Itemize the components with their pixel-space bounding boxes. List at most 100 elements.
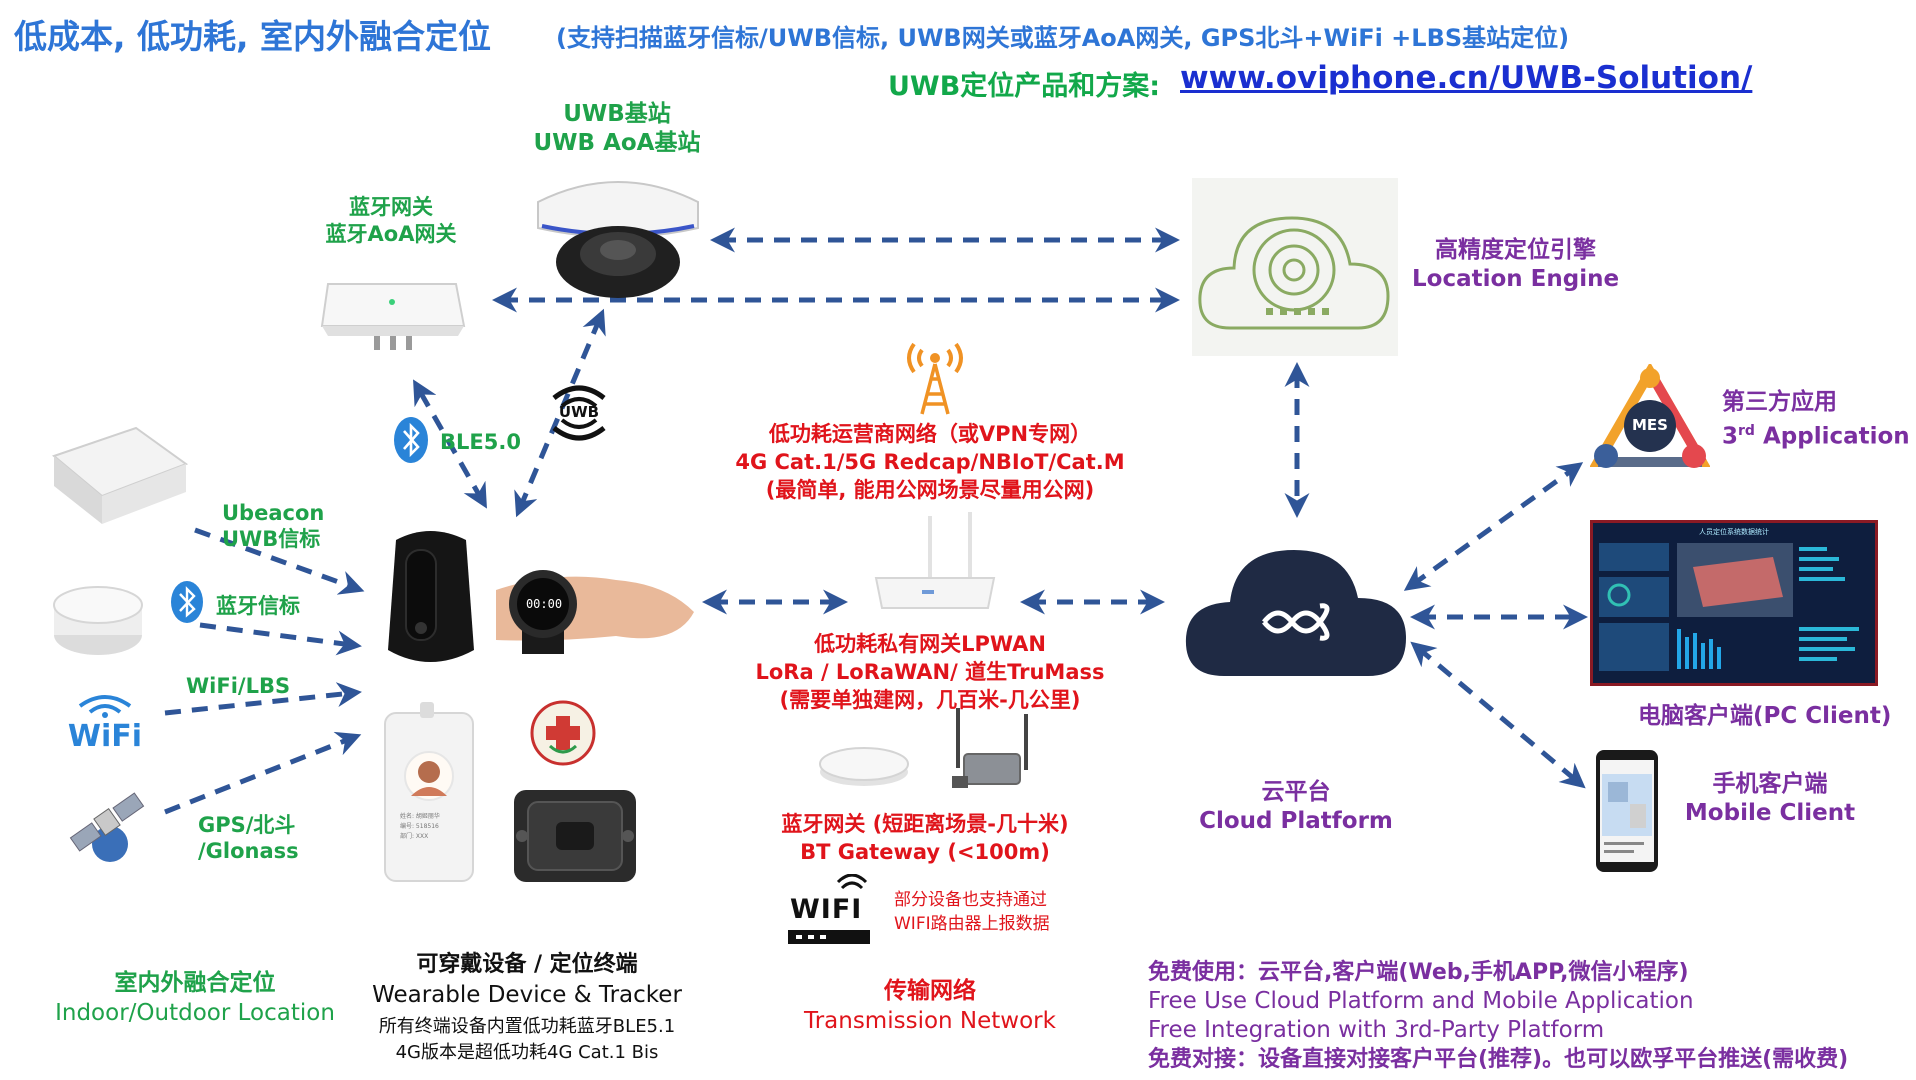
footer-wear-cn: 可穿戴设备 / 定位终端 <box>416 952 638 977</box>
badge-name: 姓名: 胡姬丽华 <box>400 813 440 820</box>
hospital-logo-icon <box>530 700 596 766</box>
smart-watch-wrist-image <box>496 570 694 654</box>
basestation-line2: UWB AoA基站 <box>533 130 701 156</box>
smart-band-image <box>388 531 474 662</box>
location-engine-image <box>1192 178 1398 356</box>
mes-text: MES <box>1632 416 1668 434</box>
footer-indoor-cn: 室内外融合定位 <box>114 970 276 996</box>
footer-wear-note1: 所有终端设备内置低功耗蓝牙BLE5.1 <box>378 1016 676 1037</box>
badge-clip <box>420 702 434 718</box>
arrow-ubeacon <box>194 527 365 595</box>
lpwan-line1: 低功耗私有网关LPWAN <box>814 632 1046 656</box>
wifi-lbs-label: WiFi/LBS <box>186 674 291 698</box>
uwb-basestation-image <box>537 181 699 298</box>
bluetooth-icon <box>394 417 428 463</box>
page-title: 低成本, 低功耗, 室内外融合定位 <box>14 17 492 56</box>
url-label: UWB定位产品和方案: <box>888 71 1161 102</box>
ceiling-bt-gateway-image <box>819 747 909 786</box>
carrier-line2: 4G Cat.1/5G Redcap/NBIoT/Cat.M <box>735 450 1125 474</box>
uwb-wave-icon <box>552 385 606 441</box>
carrier-network-label: 低功耗运营商网络（或VPN专网） 4G Cat.1/5G Redcap/NBIo… <box>700 420 1160 504</box>
gps-line1: GPS/北斗 <box>198 813 296 837</box>
location-engine-label: 高精度定位引擎 Location Engine <box>1412 236 1619 294</box>
carrier-line3: (最简单, 能用公网场景尽量用公网) <box>765 478 1095 502</box>
ubeacon-line1: Ubeacon <box>222 501 325 525</box>
bt-gateway2-label: 蓝牙网关 (短距离场景-几十米) BT Gateway (<100m) <box>760 810 1090 866</box>
gps-label: GPS/北斗 /Glonass <box>198 812 299 864</box>
id-badge-card: 姓名: 胡姬丽华 编号: 518516 部门: XXX <box>384 712 474 882</box>
footer-wear-note2: 4G版本是超低功耗4G Cat.1 Bis <box>395 1042 659 1063</box>
pc-screen-title: 人员定位系统数据统计 <box>1699 528 1769 536</box>
footer-indoor-outdoor: 室内外融合定位 Indoor/Outdoor Location <box>40 968 350 1028</box>
mobile-en: Mobile Client <box>1684 800 1856 826</box>
outdoor-gateway-image <box>952 708 1028 788</box>
solution-link[interactable]: www.oviphone.cn/UWB-Solution/ <box>1180 60 1753 96</box>
wifi-logo: WiFi <box>62 692 148 752</box>
satellite-icon <box>69 792 145 862</box>
thirdparty-en-prefix: 3 <box>1722 423 1739 450</box>
engine-en: Location Engine <box>1412 266 1620 292</box>
badge-number: 编号: 518516 <box>400 823 439 830</box>
footer-trans-en: Transmission Network <box>804 1008 1056 1034</box>
cloud-en: Cloud Platform <box>1199 808 1393 834</box>
footer-free1: 免费使用：云平台,客户端(Web,手机APP,微信小程序) <box>1148 960 1689 985</box>
lpwan-line3: (需要单独建网，几百米-几公里) <box>779 688 1081 712</box>
pc-client-screenshot: 人员定位系统数据统计 <box>1590 520 1878 686</box>
ubeacon-label: Ubeacon UWB信标 <box>222 500 324 552</box>
lpwan-line2: LoRa / LoRaWAN/ 道生TruMass <box>755 660 1105 684</box>
btgateway-line2: 蓝牙AoA网关 <box>325 222 457 246</box>
arrow-wearable-btgateway <box>413 379 487 509</box>
router-note-line2: WIFI路由器上报数据 <box>894 914 1050 934</box>
footer-free2: Free Use Cloud Platform and Mobile Appli… <box>1148 988 1694 1014</box>
thirdparty-en-sup: rd <box>1738 423 1755 439</box>
basestation-line1: UWB基站 <box>563 101 671 127</box>
arrow-cloud-mobile <box>1410 641 1586 789</box>
router-note-line1: 部分设备也支持通过 <box>894 890 1047 910</box>
cloud-platform-icon <box>1185 550 1406 676</box>
lpwan-label: 低功耗私有网关LPWAN LoRa / LoRaWAN/ 道生TruMass (… <box>700 630 1160 714</box>
gps-line2: /Glonass <box>198 839 299 863</box>
bt-beacon-label: 蓝牙信标 <box>216 594 300 618</box>
third-party-label: 第三方应用 3rd Application <box>1722 388 1910 452</box>
thirdparty-cn: 第三方应用 <box>1722 389 1837 415</box>
tracker-device-image <box>514 790 636 882</box>
uwb-badge-text: UWB <box>558 403 600 421</box>
footer-trans-cn: 传输网络 <box>884 978 976 1004</box>
bt-beacon-bluetooth-icon <box>171 581 203 623</box>
engine-cn: 高精度定位引擎 <box>1435 237 1597 263</box>
footer-free-use: 免费使用：云平台,客户端(Web,手机APP,微信小程序) Free Use C… <box>1148 958 1848 1074</box>
footer-wearable: 可穿戴设备 / 定位终端 Wearable Device & Tracker 所… <box>352 950 702 1066</box>
lpwan-gateway-image <box>874 512 996 609</box>
cloud-platform-label: 云平台 Cloud Platform <box>1196 778 1396 836</box>
badge-dept: 部门: XXX <box>400 833 429 840</box>
cell-tower-icon <box>907 342 963 415</box>
btgw2-line1: 蓝牙网关 (短距离场景-几十米) <box>781 812 1069 836</box>
ble-label: BLE5.0 <box>440 430 521 454</box>
router-signal-icon <box>788 873 870 944</box>
arrow-btbeacon <box>199 622 362 656</box>
arrow-wifi <box>164 682 362 716</box>
footer-transmission: 传输网络 Transmission Network <box>780 976 1080 1036</box>
ubeacon-line2: UWB信标 <box>222 527 321 551</box>
ubeacon-device-image <box>51 426 189 524</box>
avatar-photo <box>404 751 454 801</box>
thirdparty-en: 3rd Application <box>1722 417 1910 452</box>
footer-indoor-en: Indoor/Outdoor Location <box>55 1000 335 1026</box>
arrow-cloud-3rdapp <box>1403 462 1584 591</box>
wifi-router-note: 部分设备也支持通过 WIFI路由器上报数据 <box>894 888 1050 936</box>
btgateway-line1: 蓝牙网关 <box>349 195 433 219</box>
mobile-cn: 手机客户端 <box>1712 771 1828 797</box>
arrow-wearable-uwbstation <box>514 308 606 518</box>
bt-beacon-device-image <box>53 586 143 655</box>
footer-free3: Free Integration with 3rd-Party Platform <box>1148 1017 1605 1043</box>
router-logo-text: WIFI <box>790 894 863 925</box>
thirdparty-en-rest: Application <box>1754 423 1910 450</box>
mobile-client-label: 手机客户端 Mobile Client <box>1680 770 1860 828</box>
uwb-badge: UWB <box>542 376 616 450</box>
uwb-basestation-label: UWB基站 UWB AoA基站 <box>527 100 707 158</box>
page-subtitle: (支持扫描蓝牙信标/UWB信标, UWB网关或蓝牙AoA网关, GPS北斗+Wi… <box>556 24 1570 52</box>
bt-gateway-image <box>320 283 466 350</box>
cloud-cn: 云平台 <box>1261 779 1331 805</box>
bt-gateway-label: 蓝牙网关 蓝牙AoA网关 <box>306 194 476 248</box>
